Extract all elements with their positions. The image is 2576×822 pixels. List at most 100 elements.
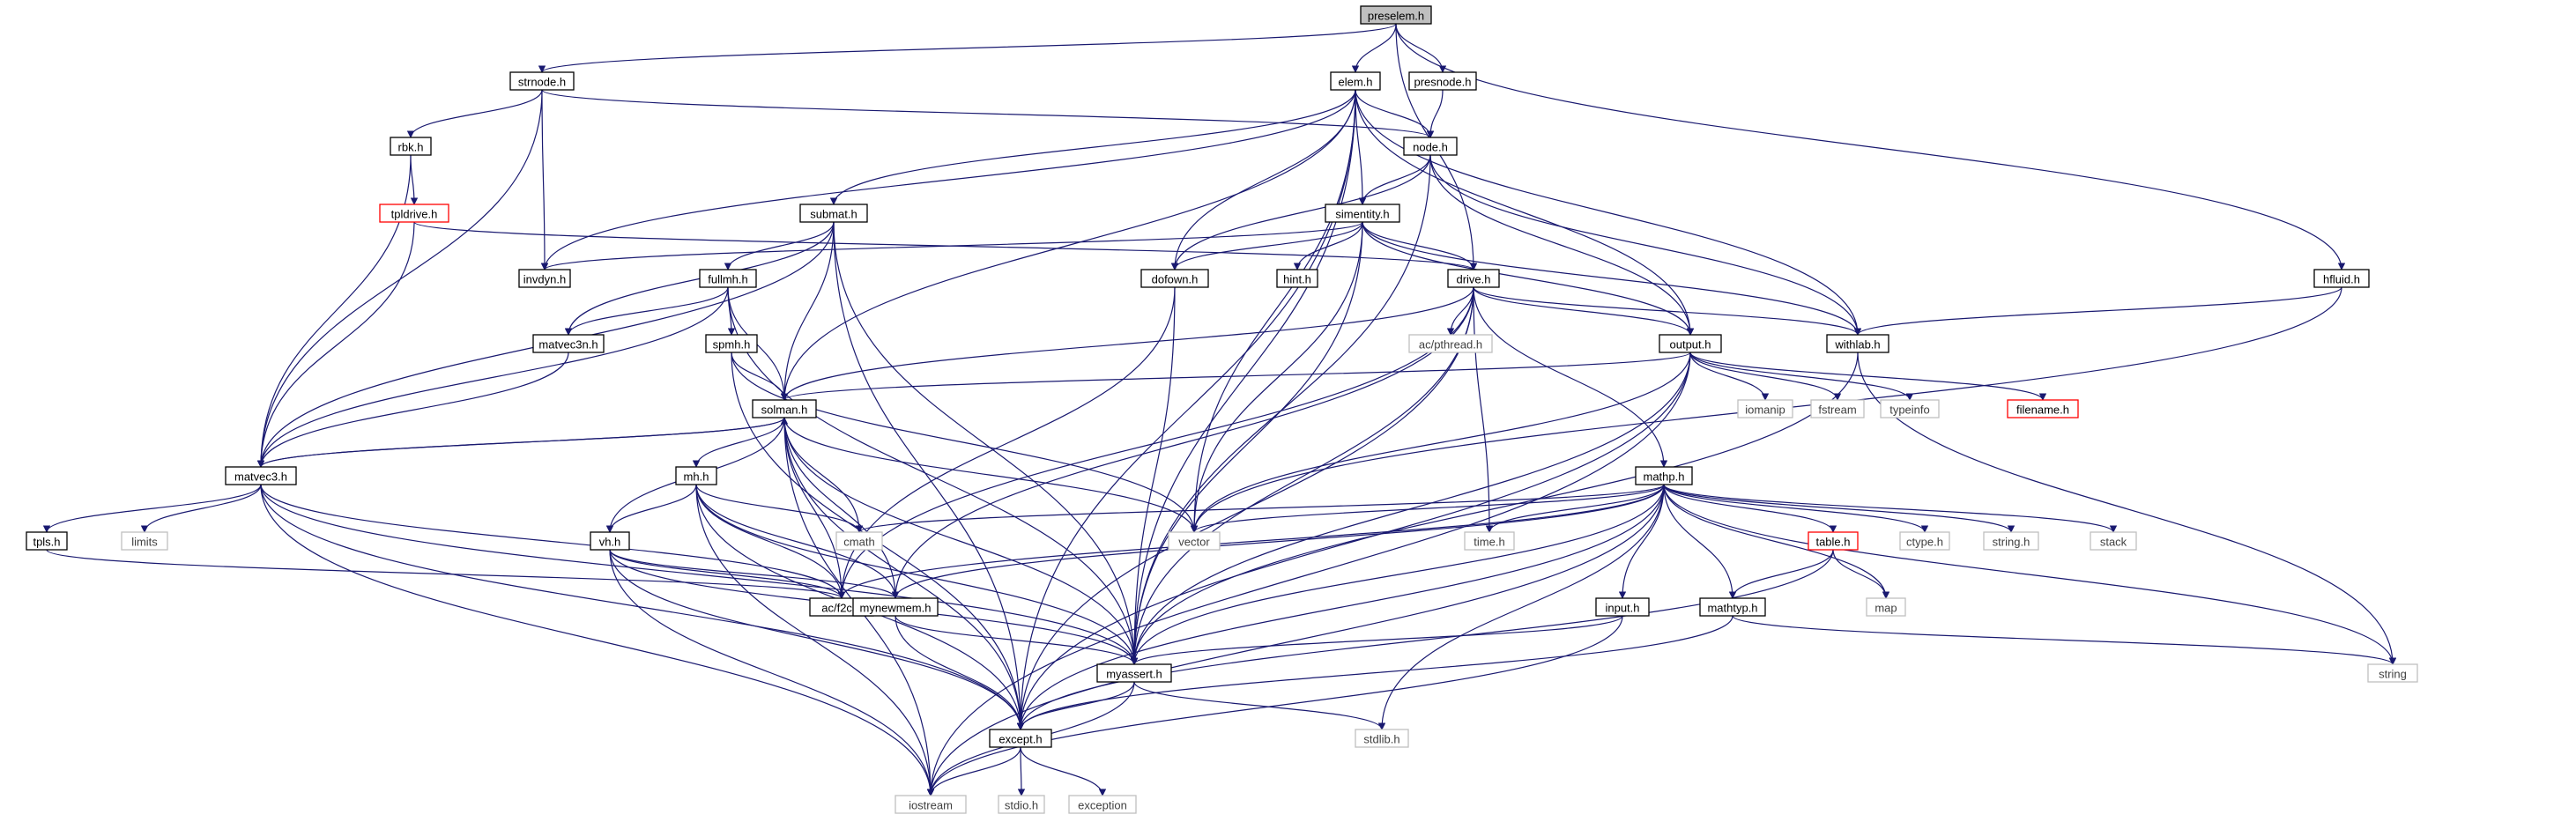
node-limits: limits — [121, 531, 168, 551]
node-box-submat — [799, 204, 868, 223]
edge-simentity-to-myassert — [1130, 221, 1363, 665]
node-iostream: iostream — [895, 795, 967, 814]
node-elem[interactable]: elem.h — [1330, 71, 1381, 91]
node-mh[interactable]: mh.h — [675, 466, 717, 485]
edge-solman-to-mh — [692, 417, 785, 468]
node-box-stringh — [1983, 531, 2039, 551]
node-label-exception: exception — [1078, 799, 1127, 812]
node-tpldrive[interactable]: tpldrive.h — [379, 204, 449, 223]
node-label-mh: mh.h — [684, 470, 709, 484]
nodes-layer: preselem.h strnode.h elem.h presnode.h rbk.h… — [26, 5, 2418, 814]
edge-elem-to-output — [1355, 89, 1695, 336]
edge-matvec3-to-acf2c — [260, 484, 846, 599]
node-tpls[interactable]: tpls.h — [26, 531, 68, 551]
node-timeh: time.h — [1464, 531, 1515, 551]
edge-elem-to-withlab — [1355, 89, 1862, 336]
node-label-mynewmem: mynewmem.h — [860, 602, 932, 615]
node-box-cmath — [835, 531, 883, 551]
node-preselem[interactable]: preselem.h — [1360, 5, 1432, 25]
node-cmath: cmath — [835, 531, 883, 551]
node-vh[interactable]: vh.h — [590, 531, 630, 551]
edge-mathp-to-cmath — [856, 484, 1665, 533]
node-input[interactable]: input.h — [1595, 597, 1650, 617]
node-withlab[interactable]: withlab.h — [1826, 334, 1889, 353]
node-table[interactable]: table.h — [1808, 531, 1859, 551]
edge-output-to-vector — [1190, 352, 1691, 533]
node-matvec3n[interactable]: matvec3n.h — [532, 334, 605, 353]
node-strnode[interactable]: strnode.h — [509, 71, 575, 91]
node-box-strnode — [509, 71, 575, 91]
edge-mathp-to-stringh — [1663, 484, 2016, 533]
edge-mh-to-acf2c — [695, 484, 846, 599]
node-stack: stack — [2090, 531, 2137, 551]
node-box-iomanip — [1737, 399, 1793, 418]
node-label-myassert: myassert.h — [1106, 668, 1162, 681]
node-dofown[interactable]: dofown.h — [1140, 269, 1209, 288]
node-simentity[interactable]: simentity.h — [1325, 204, 1400, 223]
node-label-acpthread: ac/pthread.h — [1419, 338, 1482, 352]
node-label-timeh: time.h — [1474, 536, 1504, 549]
node-exception: exception — [1068, 795, 1137, 814]
node-label-table: table.h — [1815, 536, 1850, 549]
edge-elem-to-simentity — [1355, 89, 1367, 205]
node-mathp[interactable]: mathp.h — [1635, 466, 1693, 485]
node-presnode[interactable]: presnode.h — [1408, 71, 1477, 91]
edge-dofown-to-myassert — [1130, 286, 1176, 665]
edge-mathp-to-stack — [1663, 484, 2118, 533]
node-label-iomanip: iomanip — [1745, 404, 1785, 417]
node-myassert[interactable]: myassert.h — [1096, 663, 1172, 683]
edge-simentity-to-invdyn — [541, 221, 1363, 270]
node-ctype: ctype.h — [1899, 531, 1950, 551]
edge-input-to-myassert — [1130, 615, 1623, 665]
node-spmh[interactable]: spmh.h — [705, 334, 758, 353]
edge-mathp-to-stdlib — [1377, 484, 1665, 730]
edge-myassert-to-stdlib — [1133, 681, 1386, 730]
node-box-solman — [752, 399, 817, 418]
node-output[interactable]: output.h — [1659, 334, 1722, 353]
node-drive[interactable]: drive.h — [1447, 269, 1500, 288]
edge-fullmh-to-matvec3 — [256, 286, 729, 468]
node-hfluid[interactable]: hfluid.h — [2313, 269, 2370, 288]
edge-mathp-to-myassert — [1130, 484, 1665, 665]
node-invdyn[interactable]: invdyn.h — [518, 269, 571, 288]
node-label-strnode: strnode.h — [518, 76, 566, 89]
node-box-fullmh — [699, 269, 757, 288]
node-box-invdyn — [518, 269, 571, 288]
node-node[interactable]: node.h — [1403, 137, 1458, 156]
node-box-typeinfo — [1880, 399, 1940, 418]
node-fullmh[interactable]: fullmh.h — [699, 269, 757, 288]
node-label-node: node.h — [1413, 141, 1448, 154]
node-label-matvec3: matvec3.h — [234, 470, 287, 484]
node-rbk[interactable]: rbk.h — [390, 137, 432, 156]
node-box-tpls — [26, 531, 68, 551]
node-label-output: output.h — [1670, 338, 1711, 352]
edge-solman-to-vector — [783, 417, 1199, 533]
node-box-presnode — [1408, 71, 1477, 91]
node-mathtyp[interactable]: mathtyp.h — [1699, 597, 1766, 617]
node-box-stdlib — [1355, 729, 1409, 748]
edge-mathp-to-input — [1618, 484, 1665, 599]
edge-elem-to-node — [1355, 89, 1435, 138]
node-label-except: except.h — [998, 733, 1042, 746]
edge-myassert-to-except — [1016, 681, 1135, 730]
node-except[interactable]: except.h — [989, 729, 1052, 748]
node-box-drive — [1447, 269, 1500, 288]
node-label-tpldrive: tpldrive.h — [391, 208, 438, 221]
edge-matvec3-to-iostream — [260, 484, 935, 796]
edge-output-to-filename — [1689, 352, 2047, 401]
edge-simentity-to-withlab — [1362, 221, 1862, 336]
node-filename[interactable]: filename.h — [2007, 399, 2079, 418]
node-box-mynewmem — [852, 597, 939, 617]
node-mynewmem[interactable]: mynewmem.h — [852, 597, 939, 617]
node-matvec3[interactable]: matvec3.h — [225, 466, 297, 485]
edge-rbk-to-matvec3 — [256, 154, 412, 468]
node-submat[interactable]: submat.h — [799, 204, 868, 223]
node-solman[interactable]: solman.h — [752, 399, 817, 418]
node-label-mathp: mathp.h — [1644, 470, 1685, 484]
node-hint[interactable]: hint.h — [1276, 269, 1318, 288]
node-label-drive: drive.h — [1456, 273, 1490, 286]
edge-rbk-to-tpldrive — [410, 154, 419, 205]
node-typeinfo: typeinfo — [1880, 399, 1940, 418]
edge-drive-to-output — [1473, 286, 1695, 336]
